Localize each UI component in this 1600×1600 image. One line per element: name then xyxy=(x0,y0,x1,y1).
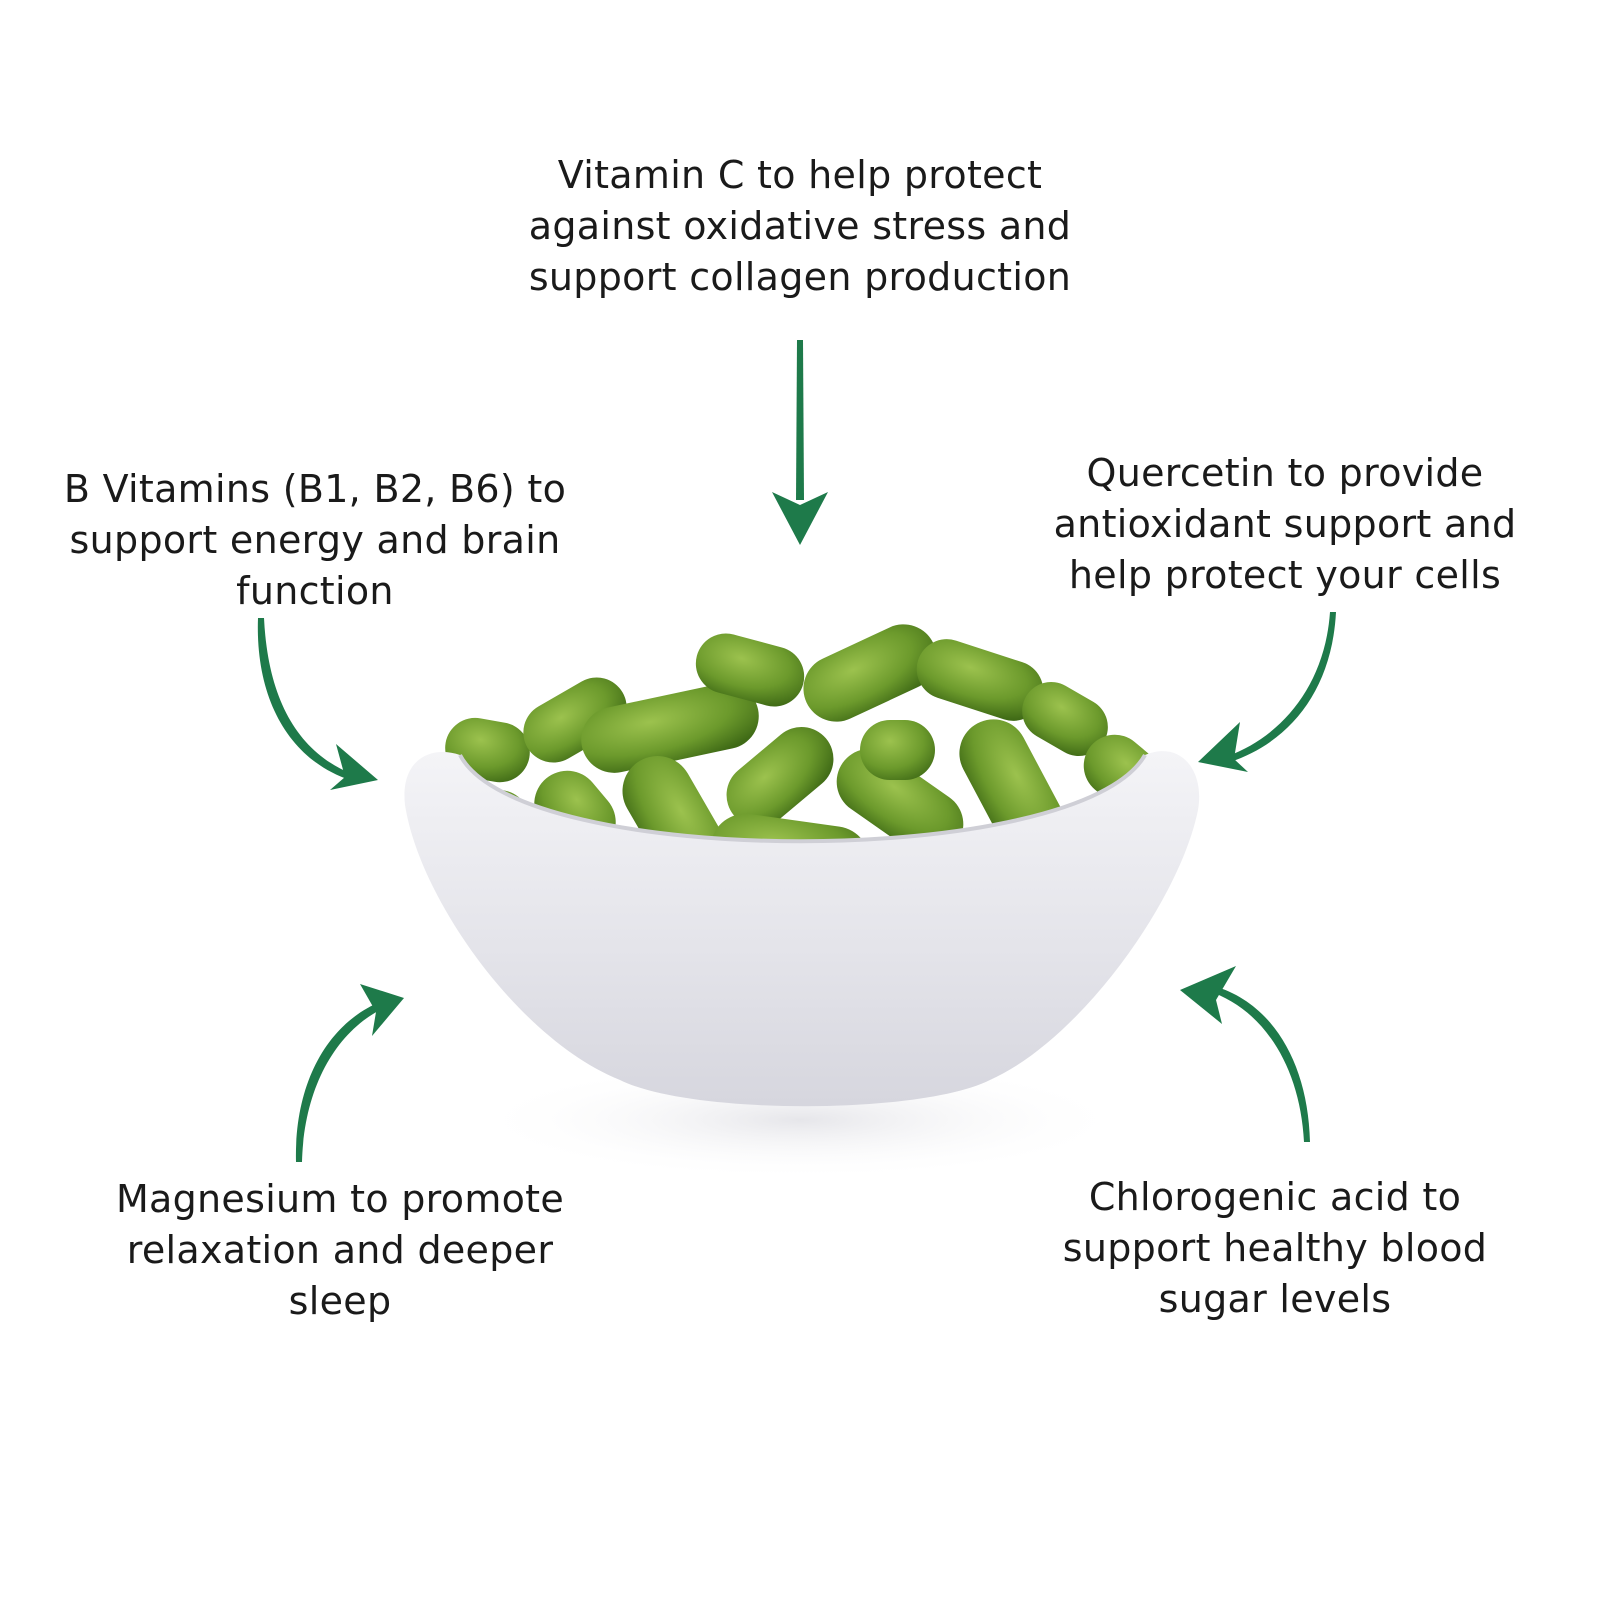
callout-line: support energy and brain xyxy=(69,518,561,562)
callout-line: function xyxy=(236,569,394,613)
callout-line: sugar levels xyxy=(1158,1277,1392,1321)
callout-vitamin-c: Vitamin C to help protect against oxidat… xyxy=(460,150,1140,303)
callout-line: Quercetin to provide xyxy=(1086,451,1484,495)
curved-arrow-icon xyxy=(1180,966,1310,1142)
callout-line: Chlorogenic acid to xyxy=(1088,1175,1462,1219)
bowl-rim xyxy=(458,754,1147,844)
callout-chlorogenic-acid: Chlorogenic acid to support healthy bloo… xyxy=(995,1172,1555,1325)
callout-magnesium: Magnesium to promote relaxation and deep… xyxy=(60,1174,620,1327)
callout-line: antioxidant support and xyxy=(1053,502,1517,546)
callout-line: Magnesium to promote xyxy=(115,1177,565,1221)
curved-arrow-icon xyxy=(1198,612,1336,772)
callout-line: Vitamin C to help protect xyxy=(557,153,1043,197)
callout-line: sleep xyxy=(288,1279,392,1323)
bowl-shadow xyxy=(470,1060,1130,1180)
callout-line: support healthy blood xyxy=(1062,1226,1488,1270)
bowl xyxy=(404,751,1200,1107)
callout-line: B Vitamins (B1, B2, B6) to xyxy=(63,467,567,511)
curved-arrow-icon xyxy=(257,618,378,790)
arrow-down-icon xyxy=(772,340,828,545)
callout-line: help protect your cells xyxy=(1068,553,1502,597)
callout-b-vitamins: B Vitamins (B1, B2, B6) to support energ… xyxy=(15,464,615,617)
callout-line: against oxidative stress and xyxy=(528,204,1072,248)
curved-arrow-icon xyxy=(295,984,404,1162)
callout-line: relaxation and deeper xyxy=(126,1228,554,1272)
callout-quercetin: Quercetin to provide antioxidant support… xyxy=(1000,448,1570,601)
callout-line: support collagen production xyxy=(528,255,1072,299)
